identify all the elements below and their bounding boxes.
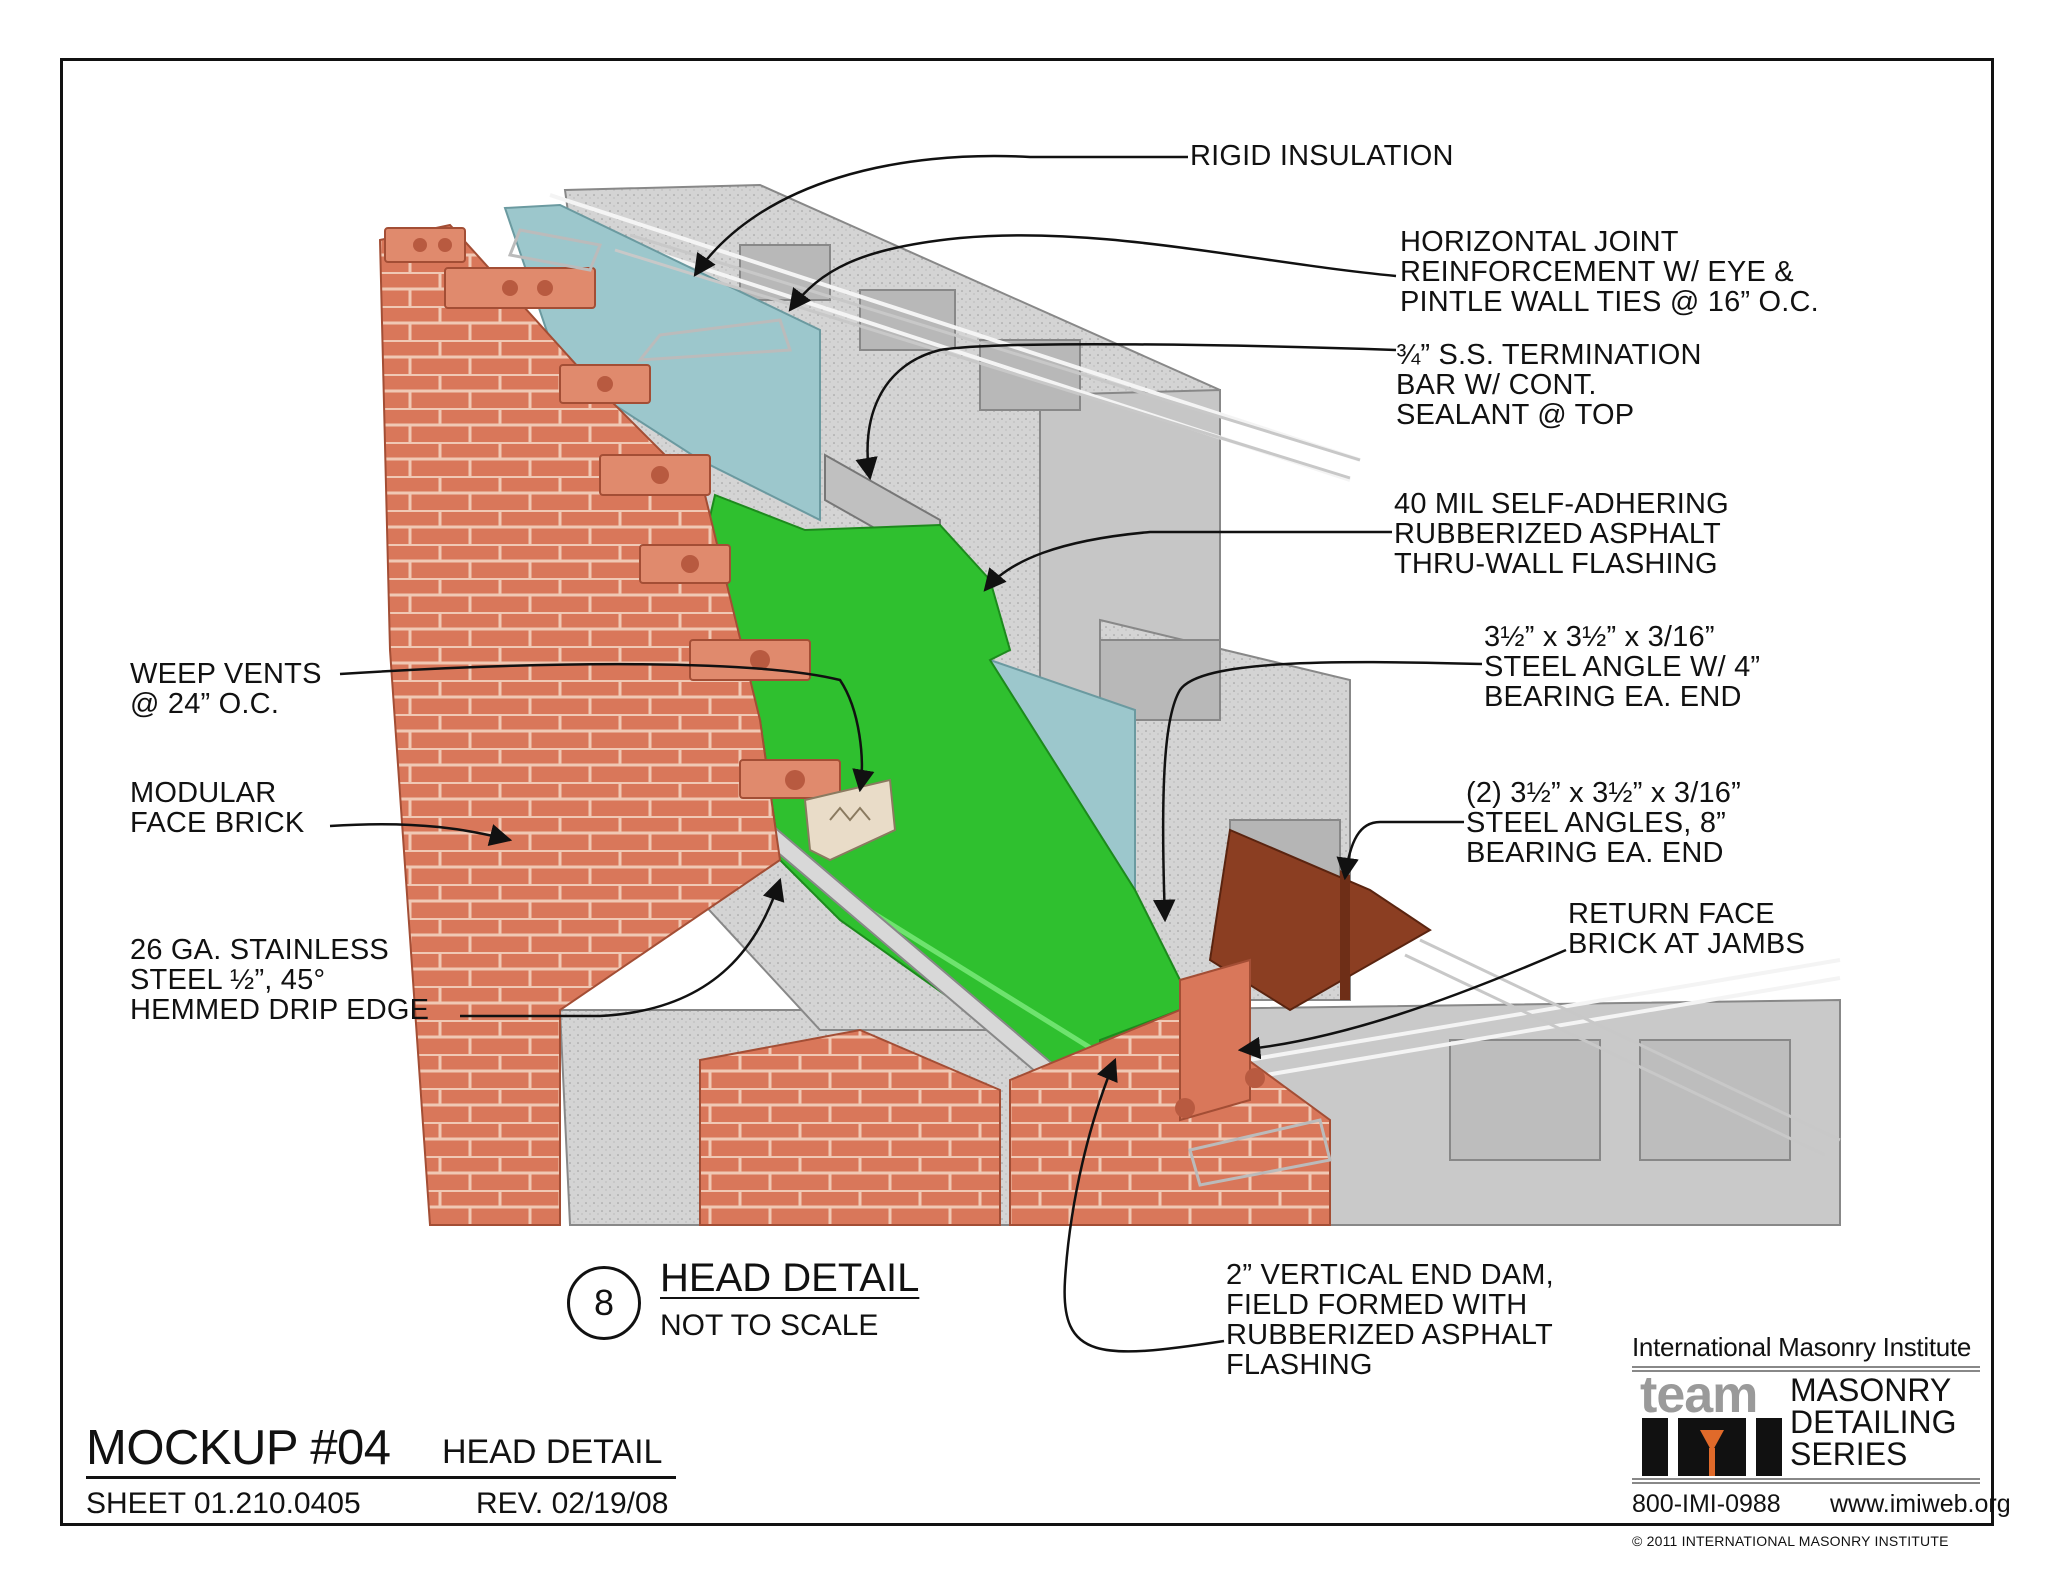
- label-return-brick: RETURN FACE BRICK AT JAMBS: [1568, 898, 1806, 960]
- mockup-subtitle: HEAD DETAIL: [442, 1433, 663, 1471]
- label-joint-reinforcement: HORIZONTAL JOINT REINFORCEMENT W/ EYE & …: [1400, 226, 1819, 318]
- drawing-frame: [60, 58, 1994, 1526]
- label-drip-edge: 26 GA. STAINLESS STEEL ½”, 45° HEMMED DR…: [130, 934, 430, 1026]
- detail-scale-note: NOT TO SCALE: [660, 1309, 879, 1342]
- brick-cores: [384, 227, 1265, 1118]
- copyright-notice: © 2011 INTERNATIONAL MASONRY INSTITUTE: [1632, 1533, 1949, 1549]
- logo-phone: 800-IMI-0988: [1632, 1490, 1781, 1518]
- label-termination-bar: ¾” S.S. TERMINATION BAR W/ CONT. SEALANT…: [1396, 339, 1702, 431]
- detail-number: 8: [567, 1266, 641, 1340]
- sheet-number: SHEET 01.210.0405: [86, 1487, 361, 1520]
- logo-rule: [1632, 1478, 1980, 1480]
- steel-lintel-angles: [1208, 828, 1432, 1012]
- label-end-dam: 2” VERTICAL END DAM, FIELD FORMED WITH R…: [1226, 1259, 1554, 1381]
- logo-series-text: MASONRY DETAILING SERIES: [1790, 1372, 1957, 1472]
- logo-rule: [1632, 1482, 1980, 1484]
- revision-date: REV. 02/19/08: [476, 1487, 669, 1520]
- label-rigid-insulation: RIGID INSULATION: [1190, 140, 1454, 172]
- detail-title: HEAD DETAIL: [660, 1256, 920, 1300]
- logo-rule: [1632, 1366, 1980, 1368]
- weep-vent: [803, 778, 897, 862]
- imi-logo-mark-icon: [1642, 1418, 1782, 1476]
- mockup-title: MOCKUP #04: [86, 1421, 391, 1475]
- logo-org-name: International Masonry Institute: [1632, 1332, 1971, 1362]
- logo-website: www.imiweb.org: [1830, 1490, 2011, 1518]
- label-steel-angle: 3½” x 3½” x 3/16” STEEL ANGLE W/ 4” BEAR…: [1484, 621, 1761, 713]
- label-weep-vents: WEEP VENTS @ 24” O.C.: [130, 658, 322, 720]
- label-flashing: 40 MIL SELF-ADHERING RUBBERIZED ASPHALT …: [1394, 488, 1729, 580]
- label-face-brick: MODULAR FACE BRICK: [130, 777, 305, 839]
- label-steel-angles-2: (2) 3½” x 3½” x 3/16” STEEL ANGLES, 8” B…: [1466, 777, 1741, 869]
- leader-lines: [329, 154, 1567, 1353]
- title-rule: [86, 1476, 676, 1479]
- logo-rule: [1632, 1370, 1980, 1372]
- logo-team-wordmark: team: [1640, 1366, 1758, 1424]
